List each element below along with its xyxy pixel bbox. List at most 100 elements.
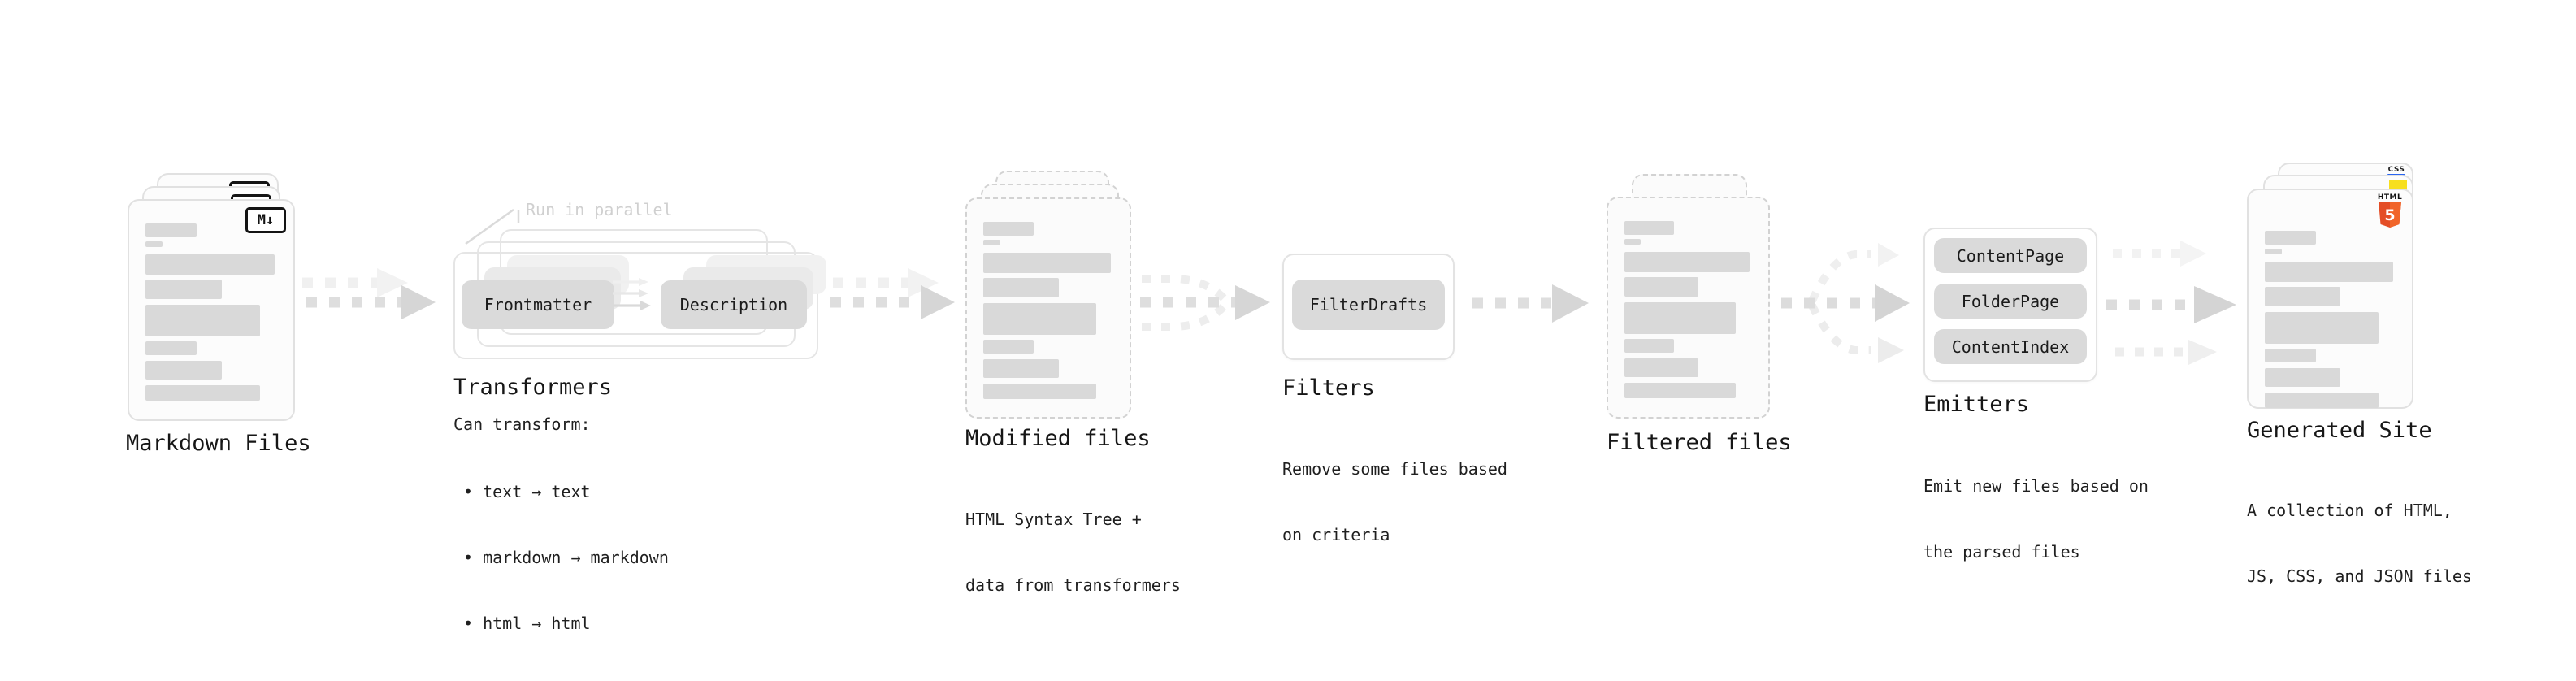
filters-description: Remove some files based on criteria <box>1282 414 1507 590</box>
placeholder-bar <box>145 341 197 355</box>
file-content-placeholder <box>2265 231 2396 408</box>
description-line: HTML Syntax Tree + <box>965 510 1142 529</box>
css-icon-label: CSS <box>2387 166 2405 174</box>
description-line: data from transformers <box>965 575 1181 595</box>
generated-site-label: Generated Site <box>2247 418 2432 443</box>
placeholder-bar <box>983 359 1059 378</box>
modified-file-card-front <box>965 197 1131 419</box>
description-line: JS, CSS, and JSON files <box>2247 566 2472 586</box>
filtered-file-card-front <box>1607 197 1770 419</box>
markdown-icon-glyph: M↓ <box>257 212 275 228</box>
markdown-file-card-front: M↓ <box>128 199 295 421</box>
modified-files-description: HTML Syntax Tree + data from transformer… <box>965 465 1181 640</box>
html5-logo: HTML 5 <box>2378 193 2402 228</box>
contentindex-pill: ContentIndex <box>1934 329 2087 364</box>
leader-line-icon <box>465 208 520 245</box>
placeholder-bar <box>1624 358 1699 377</box>
placeholder-bar <box>145 241 163 247</box>
transform-step-arrows <box>611 270 657 319</box>
placeholder-bar <box>983 253 1111 273</box>
arrow-emitters-to-generated <box>2101 228 2243 377</box>
placeholder-bar <box>983 384 1097 399</box>
fanout-arrow-icon <box>1781 243 1910 363</box>
mini-arrows-icon <box>613 278 651 310</box>
description-line: Remove some files based <box>1282 459 1507 479</box>
contentpage-pill: ContentPage <box>1934 238 2087 273</box>
placeholder-bar <box>1624 339 1675 353</box>
placeholder-bar <box>145 305 260 336</box>
triple-arrow-icon <box>2106 241 2236 365</box>
arrow-filtered-to-emitters <box>1776 228 1914 373</box>
run-in-parallel-annotation: Run in parallel <box>526 200 673 219</box>
dashed-arrow-icon <box>1472 284 1589 323</box>
placeholder-bar <box>2265 349 2316 362</box>
arrow-filters-to-filtered <box>1463 258 1597 335</box>
placeholder-bar <box>2265 262 2393 282</box>
placeholder-bar <box>145 361 222 380</box>
filterdrafts-pill: FilterDrafts <box>1292 280 1445 330</box>
bullet-item: • markdown → markdown <box>463 548 669 567</box>
placeholder-bar <box>2265 393 2379 408</box>
placeholder-bar <box>983 240 1000 245</box>
placeholder-bar <box>1624 239 1641 245</box>
description-pill: Description <box>661 280 807 329</box>
filterdrafts-pill-label: FilterDrafts <box>1309 295 1428 314</box>
svg-text:HTML: HTML <box>2378 193 2402 202</box>
run-in-parallel-leader-line <box>457 198 530 254</box>
transformer-container-front <box>453 252 818 359</box>
description-line: the parsed files <box>1923 542 2080 562</box>
placeholder-bar <box>2265 368 2341 387</box>
bullet-item: • text → text <box>463 482 591 501</box>
placeholder-bar <box>145 280 222 299</box>
arrow-modified-to-filters <box>1134 258 1280 359</box>
contentpage-pill-label: ContentPage <box>1956 245 2065 266</box>
placeholder-bar <box>1624 277 1699 297</box>
bullet-item: • html → html <box>463 614 591 633</box>
arrow-transformers-to-modified <box>817 258 979 335</box>
folderpage-pill: FolderPage <box>1934 284 2087 319</box>
transformers-description: Can transform: <box>453 414 591 434</box>
transformers-bullet-list: • text → text • markdown → markdown • ht… <box>463 437 669 679</box>
modified-files-label: Modified files <box>965 426 1151 451</box>
placeholder-bar <box>1624 252 1750 272</box>
description-line: A collection of HTML, <box>2247 501 2452 520</box>
placeholder-bar <box>1624 221 1675 235</box>
placeholder-bar <box>2265 287 2341 306</box>
frontmatter-pill: Frontmatter <box>462 280 614 329</box>
file-content-placeholder <box>983 222 1113 399</box>
svg-text:5: 5 <box>2384 206 2395 224</box>
placeholder-bar <box>983 222 1034 236</box>
description-line: on criteria <box>1282 525 1390 544</box>
contentindex-pill-label: ContentIndex <box>1951 336 2070 357</box>
filtered-files-label: Filtered files <box>1607 430 1792 455</box>
dashed-arrow-icon <box>830 268 955 319</box>
emitters-title: Emitters <box>1923 392 2030 417</box>
placeholder-bar <box>2265 249 2282 254</box>
placeholder-bar <box>2265 231 2316 245</box>
placeholder-bar <box>2265 312 2379 344</box>
file-content-placeholder <box>145 223 277 401</box>
placeholder-bar <box>1624 383 1736 398</box>
markdown-files-label: Markdown Files <box>126 431 311 456</box>
js-icon <box>2389 180 2407 190</box>
placeholder-bar <box>145 385 260 401</box>
emitters-description: Emit new files based on the parsed files <box>1923 432 2149 607</box>
dashed-arrow-icon <box>302 268 436 319</box>
description-pill-label: Description <box>679 295 788 314</box>
transformers-title: Transformers <box>453 375 613 400</box>
markdown-icon: M↓ <box>245 207 286 233</box>
merge-arrow-icon <box>1140 275 1270 331</box>
placeholder-bar <box>145 223 197 237</box>
placeholder-bar <box>1624 302 1736 334</box>
placeholder-bar <box>983 278 1059 297</box>
folderpage-pill-label: FolderPage <box>1961 291 2060 311</box>
placeholder-bar <box>983 340 1034 354</box>
arrow-markdown-to-transformers <box>286 258 449 335</box>
generated-file-card-front: HTML 5 <box>2247 189 2413 409</box>
placeholder-bar <box>983 303 1097 335</box>
html5-icon: HTML 5 <box>2378 192 2402 231</box>
frontmatter-pill-label: Frontmatter <box>484 295 592 314</box>
placeholder-bar <box>145 254 275 275</box>
filters-title: Filters <box>1282 375 1375 401</box>
